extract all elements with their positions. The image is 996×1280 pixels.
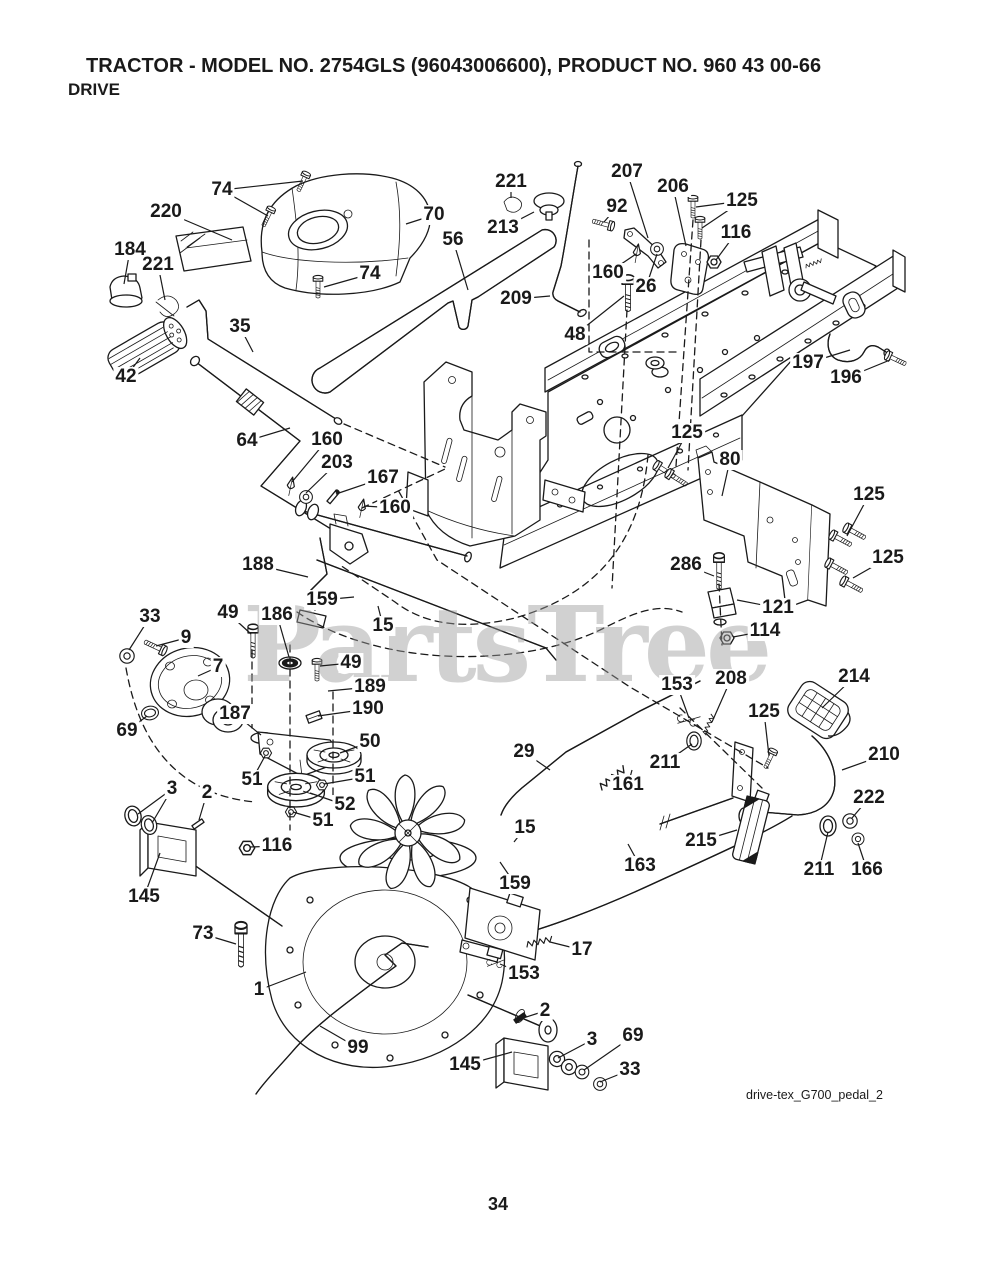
dash-cover-group (107, 160, 587, 381)
cooling-fan (349, 774, 466, 890)
shift-rods (185, 298, 558, 662)
assembly-axis-lines (125, 219, 769, 831)
idler-hub-stack (119, 623, 362, 818)
drawing-id-note: drive-tex_G700_pedal_2 (746, 1088, 883, 1102)
transaxle-group (122, 774, 607, 1096)
section-title: DRIVE (68, 80, 120, 99)
hitch-bar (828, 334, 909, 369)
frame-assembly (405, 209, 906, 569)
seat-latch (743, 242, 837, 305)
bracket-80-group (651, 445, 869, 645)
page-number: 34 (487, 1194, 509, 1214)
pedal-group (499, 679, 865, 940)
page-title: TRACTOR - MODEL NO. 2754GLS (96043006600… (86, 55, 822, 77)
